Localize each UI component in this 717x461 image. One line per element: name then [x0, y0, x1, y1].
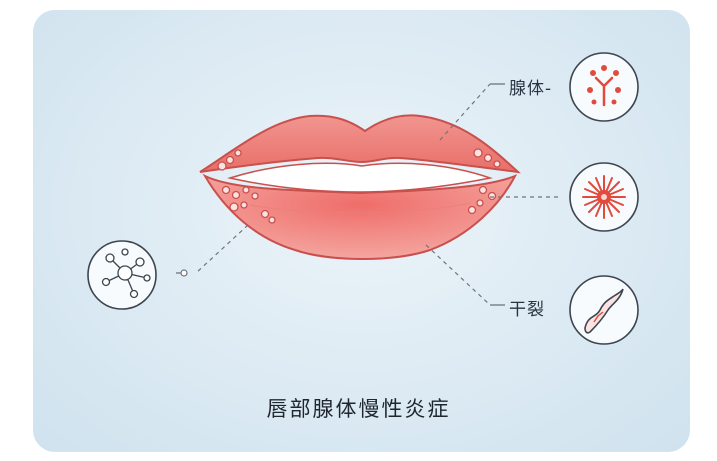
gland-icon	[569, 52, 639, 122]
leader-lines	[195, 83, 562, 306]
inflammation-icon	[569, 162, 639, 232]
crack-icon	[569, 275, 639, 345]
dry-crack-label: 干裂	[509, 300, 545, 320]
gland-bumps-right	[467, 148, 501, 215]
lower-lip	[202, 173, 518, 260]
gland-bumps-left	[217, 149, 276, 224]
gland-label: 腺体-	[509, 79, 553, 99]
diagram-title: 唇部腺体慢性炎症	[266, 397, 451, 421]
upper-lip	[199, 114, 521, 174]
cell-network-icon	[87, 240, 157, 310]
